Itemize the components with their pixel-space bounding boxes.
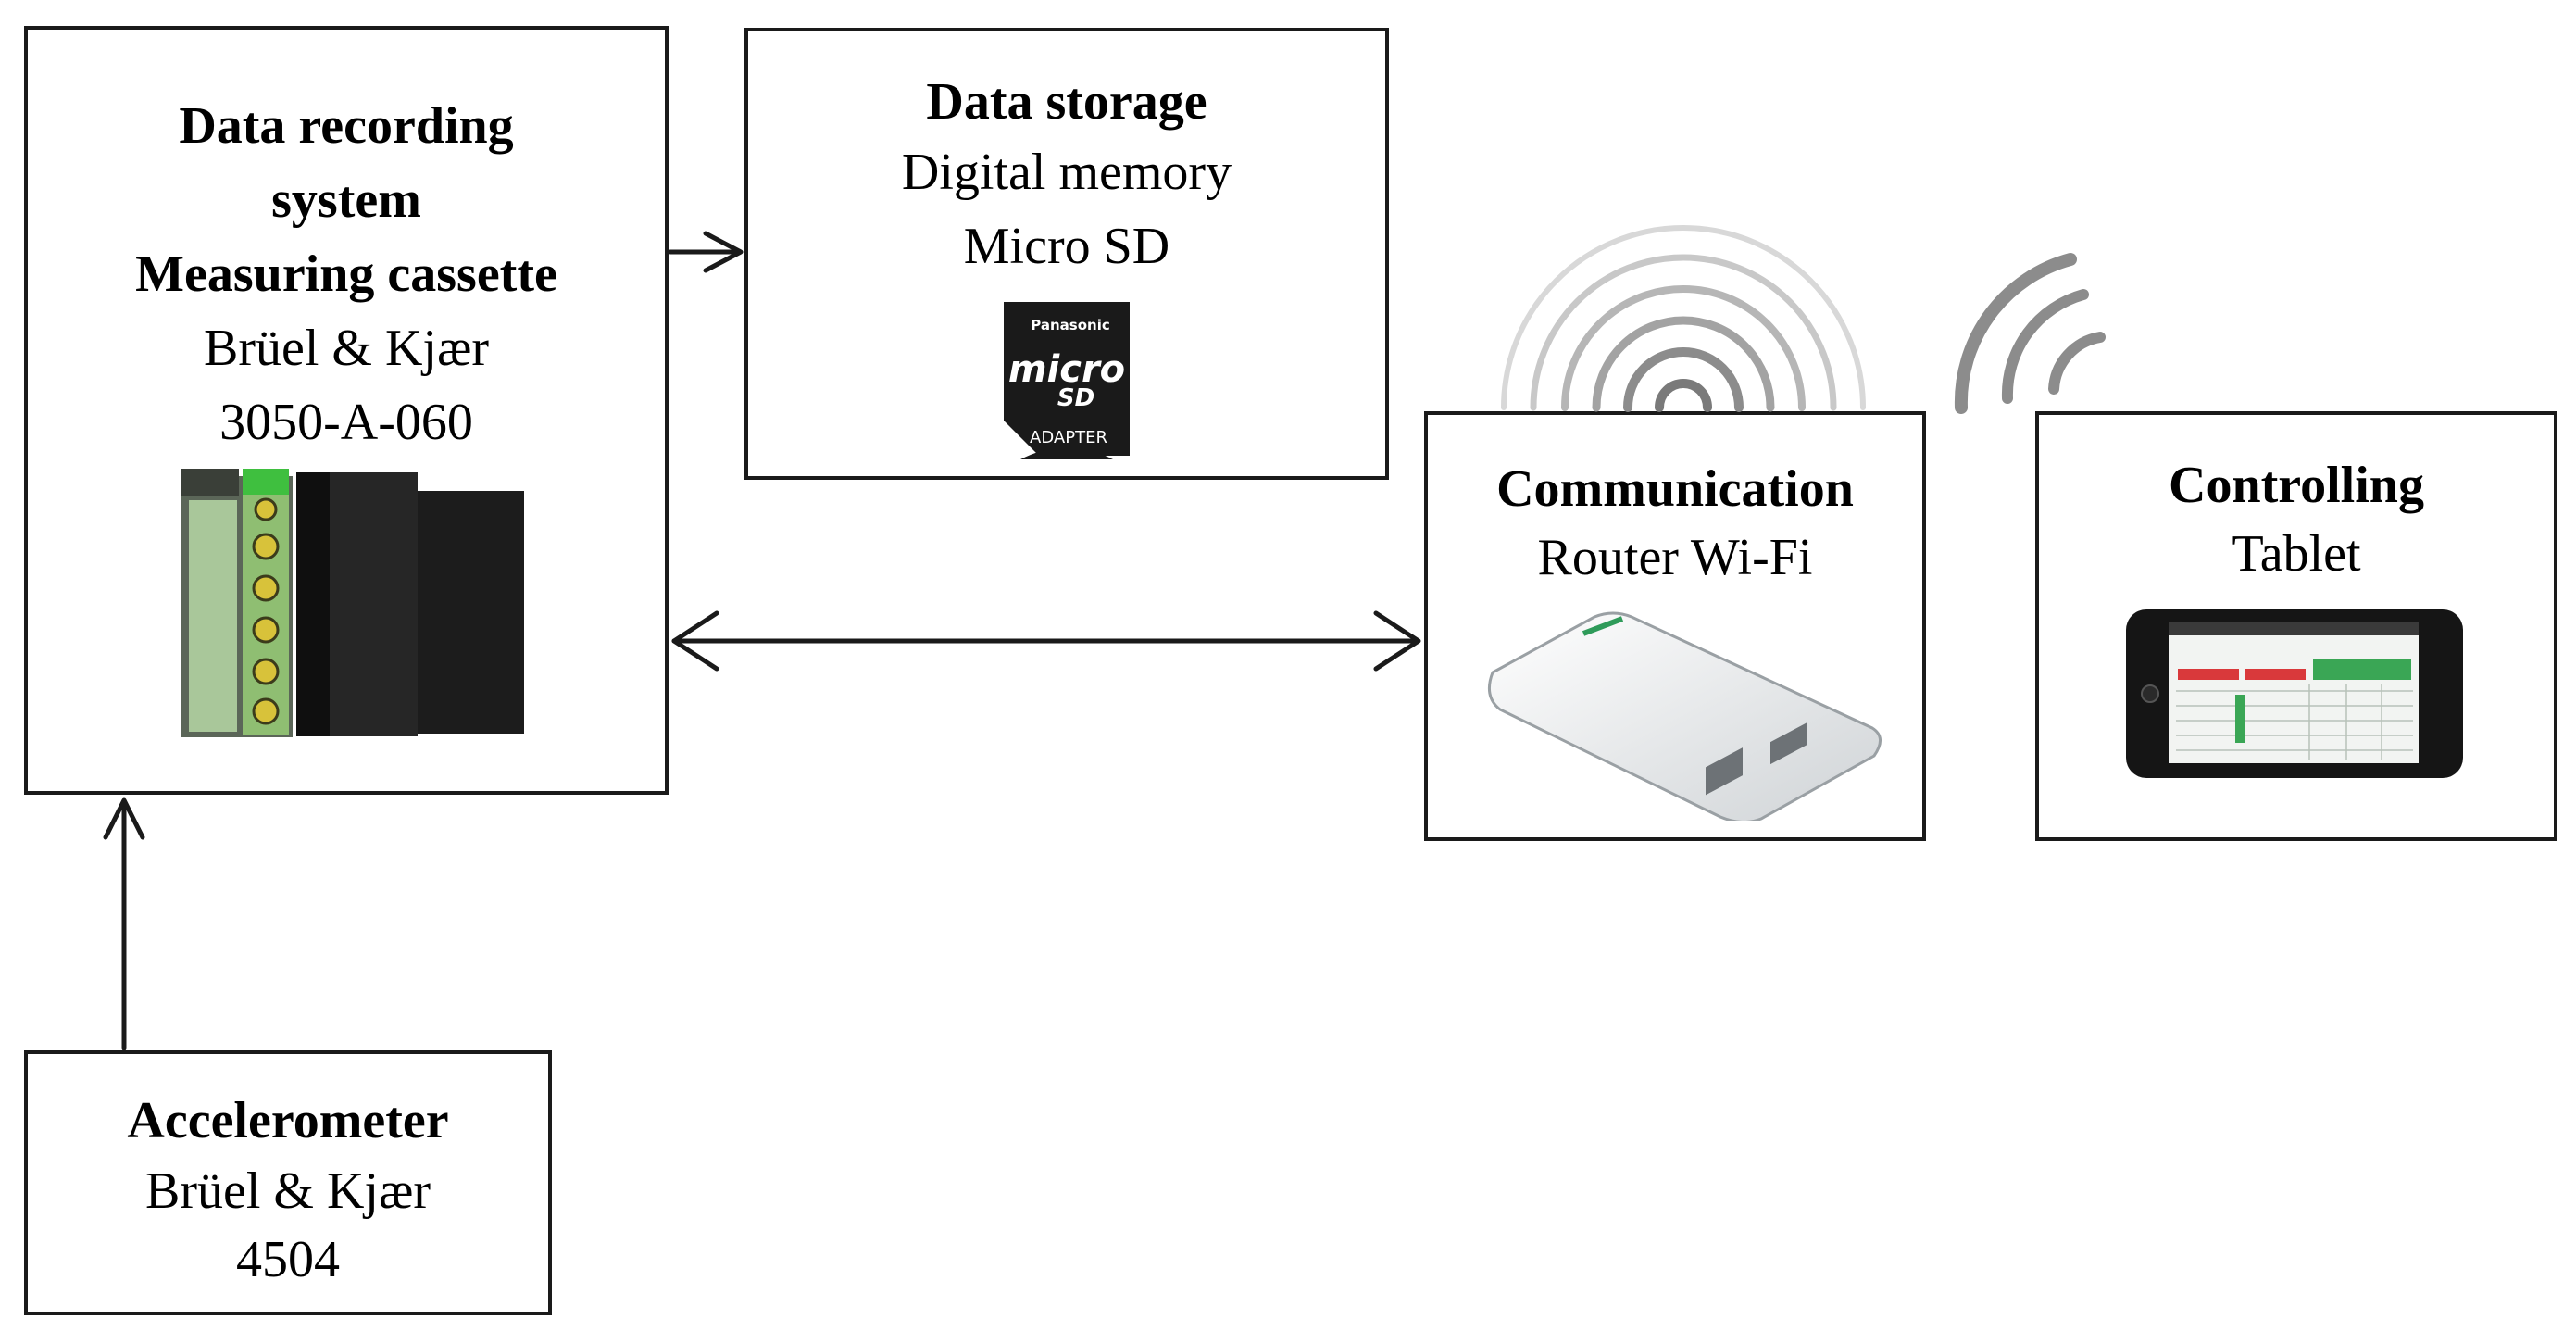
- tablet-image: [2126, 609, 2463, 778]
- arrowhead-recording-bottom: [103, 797, 145, 840]
- arrowhead-storage: [703, 231, 744, 273]
- card-logo-bottom: SD: [1057, 384, 1094, 412]
- data-storage-box: Data storage Digital memory Micro SD Pan…: [744, 28, 1389, 480]
- recording-model: 3050-A-060: [219, 394, 473, 451]
- card-adapter-text: ADAPTER: [1030, 428, 1107, 447]
- storage-line2: Micro SD: [963, 218, 1170, 275]
- recording-title-line3: Measuring cassette: [135, 245, 557, 303]
- arrowhead-left-recording: [671, 610, 719, 672]
- storage-title: Data storage: [926, 73, 1207, 131]
- communication-line1: Router Wi-Fi: [1537, 529, 1813, 586]
- accelerometer-box: Accelerometer Brüel & Kjær 4504: [24, 1050, 552, 1315]
- card-brand: Panasonic: [1031, 317, 1109, 333]
- accelerometer-model: 4504: [236, 1231, 340, 1288]
- accelerometer-maker: Brüel & Kjær: [145, 1162, 431, 1220]
- tablet-wifi-waves: [1954, 253, 2106, 414]
- storage-line1: Digital memory: [901, 144, 1232, 201]
- router-wifi-waves: [1501, 225, 1866, 412]
- arrowhead-right-communication: [1373, 610, 1421, 672]
- controlling-box: Controlling Tablet: [2035, 411, 2557, 841]
- data-recording-box: Data recording system Measuring cassette…: [24, 26, 669, 795]
- micro-sd-card-image: Panasonic micro SD ADAPTER: [1004, 302, 1130, 459]
- accelerometer-title: Accelerometer: [127, 1092, 449, 1149]
- card-logo-top: micro: [1008, 348, 1125, 391]
- controlling-line1: Tablet: [2232, 525, 2361, 583]
- recording-title-line2: system: [271, 171, 421, 229]
- router-image: [1487, 611, 1882, 821]
- recording-maker: Brüel & Kjær: [204, 320, 489, 377]
- controlling-title: Controlling: [2169, 457, 2424, 514]
- measuring-cassette-image: [181, 469, 524, 737]
- communication-box: Communication Router Wi-Fi: [1424, 411, 1926, 841]
- communication-title: Communication: [1496, 460, 1854, 518]
- recording-title-line1: Data recording: [179, 97, 514, 155]
